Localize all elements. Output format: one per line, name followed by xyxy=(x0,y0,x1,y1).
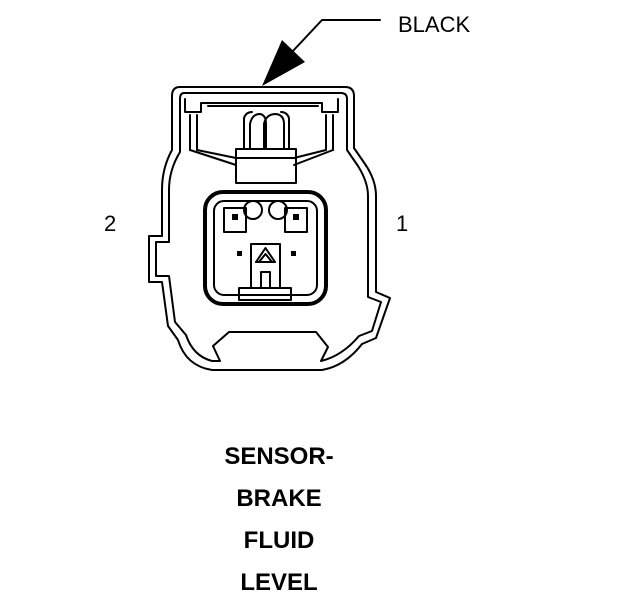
bottom-channel xyxy=(238,287,292,301)
callout-leader xyxy=(262,19,381,86)
cavity-dot-left xyxy=(237,251,242,256)
pin-1-terminal xyxy=(268,200,308,233)
connector-housing xyxy=(148,86,391,371)
caption-line-4: LEVEL xyxy=(240,569,317,596)
pin-2-terminal xyxy=(223,200,263,233)
polarizing-key xyxy=(250,243,281,289)
pin-1-label: 1 xyxy=(396,211,408,236)
cavity-dot-right xyxy=(291,251,296,256)
caption-line-3: FLUID xyxy=(244,527,315,554)
color-callout-label: BLACK xyxy=(398,12,470,37)
terminal-face xyxy=(203,190,328,306)
caption-line-1: SENSOR- xyxy=(224,443,333,470)
pin-2-label: 2 xyxy=(104,211,116,236)
locking-tab xyxy=(235,111,297,184)
caption-line-2: BRAKE xyxy=(236,485,321,512)
